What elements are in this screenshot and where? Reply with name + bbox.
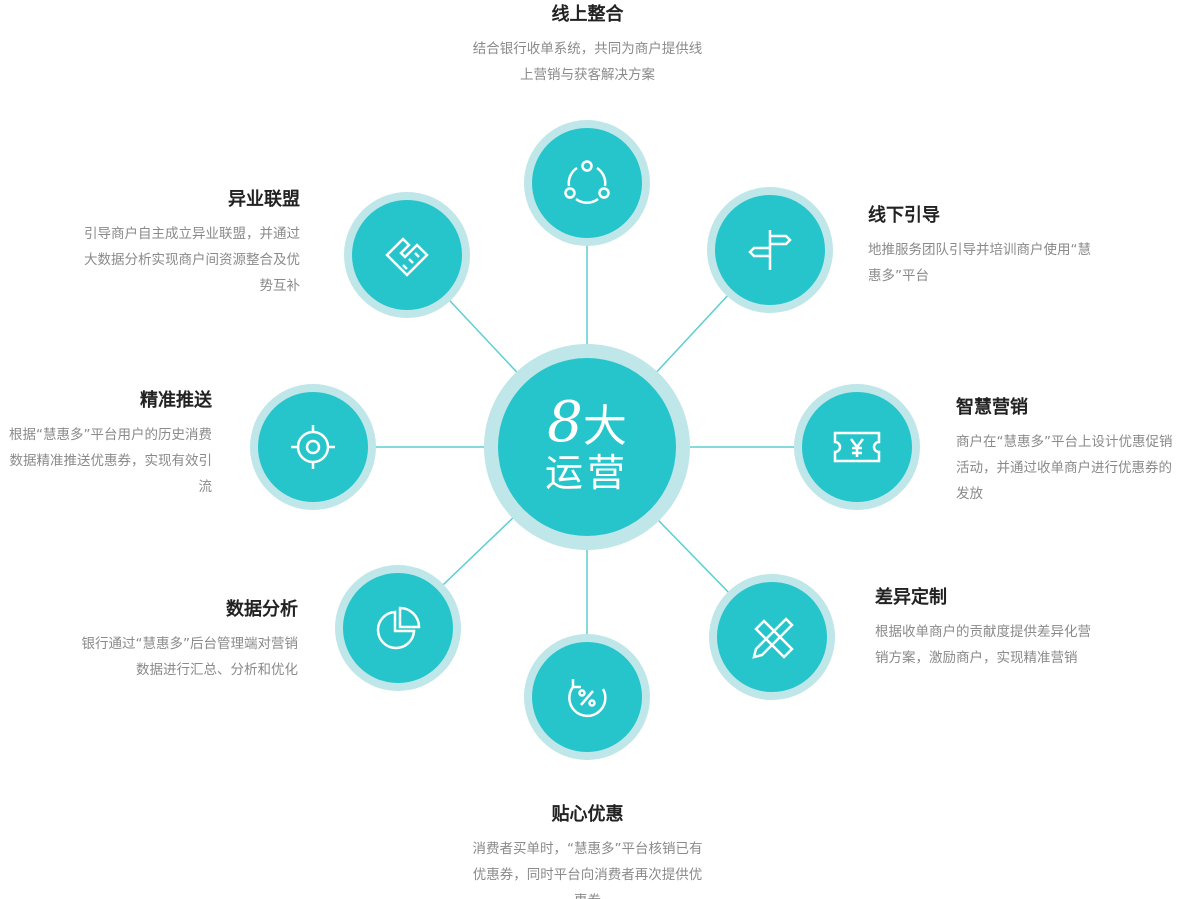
text-smart-marketing: 智慧营销商户在“慧惠多”平台上设计优惠促销活动，并通过收单商户进行优惠券的发放 (956, 393, 1177, 507)
item-desc: 根据“慧惠多”平台用户的历史消费数据精准推送优惠券，实现有效引流 (9, 427, 212, 495)
item-desc: 银行通过“慧惠多”后台管理端对营销数据进行汇总、分析和优化 (81, 636, 299, 678)
node-online (524, 120, 650, 246)
node-data-analysis (335, 565, 461, 691)
item-desc: 引导商户自主成立异业联盟，并通过大数据分析实现商户间资源整合及优势互补 (84, 226, 300, 294)
text-discount: 贴心优惠消费者买单时，“慧惠多”平台核销已有优惠券，同时平台向消费者再次提供优惠… (470, 800, 705, 899)
pencil-ruler-icon (752, 617, 794, 659)
item-desc: 消费者买单时，“慧惠多”平台核销已有优惠券，同时平台向消费者再次提供优惠券 (472, 841, 703, 899)
item-desc: 商户在“慧惠多”平台上设计优惠促销活动，并通过收单商户进行优惠券的发放 (956, 434, 1173, 502)
node-discount (524, 634, 650, 760)
center-number: 8 (547, 390, 583, 455)
text-online: 线上整合结合银行收单系统，共同为商户提供线上营销与获客解决方案 (470, 0, 705, 88)
item-desc: 结合银行收单系统，共同为商户提供线上营销与获客解决方案 (472, 41, 703, 83)
center-hub: 8大 运营 (484, 344, 690, 550)
text-precise-push: 精准推送根据“慧惠多”平台用户的历史消费数据精准推送优惠券，实现有效引流 (0, 386, 212, 500)
text-offline: 线下引导地推服务团队引导并培训商户使用“慧惠多”平台 (868, 201, 1093, 289)
share-icon (564, 160, 610, 204)
node-smart-marketing (794, 384, 920, 510)
signpost-icon (748, 230, 792, 270)
item-desc: 根据收单商户的贡献度提供差异化营销方案，激励商户，实现精准营销 (875, 624, 1091, 666)
item-title: 智慧营销 (956, 397, 1028, 418)
item-title: 线上整合 (551, 4, 624, 25)
node-precise-push (250, 384, 376, 510)
target-icon (291, 425, 335, 469)
item-title: 异业联盟 (228, 189, 300, 210)
node-custom (709, 574, 835, 700)
item-desc: 地推服务团队引导并培训商户使用“慧惠多”平台 (868, 242, 1091, 284)
text-alliance: 异业联盟引导商户自主成立异业联盟，并通过大数据分析实现商户间资源整合及优势互补 (72, 185, 300, 299)
center-line1: 大 (582, 401, 627, 452)
pie-chart-icon (376, 606, 421, 650)
item-title: 数据分析 (226, 599, 298, 620)
center-line2: 运营 (544, 451, 629, 495)
node-alliance (344, 192, 470, 318)
item-title: 精准推送 (140, 390, 212, 411)
item-title: 贴心优惠 (551, 804, 624, 825)
coupon-yen-icon (833, 431, 881, 463)
text-custom: 差异定制根据收单商户的贡献度提供差异化营销方案，激励商户，实现精准营销 (875, 583, 1097, 671)
text-data-analysis: 数据分析银行通过“慧惠多”后台管理端对营销数据进行汇总、分析和优化 (70, 595, 299, 683)
item-title: 线下引导 (868, 205, 940, 226)
handshake-icon (385, 237, 429, 277)
percent-refresh-icon (568, 679, 607, 718)
node-offline (707, 187, 833, 313)
item-title: 差异定制 (875, 587, 947, 608)
